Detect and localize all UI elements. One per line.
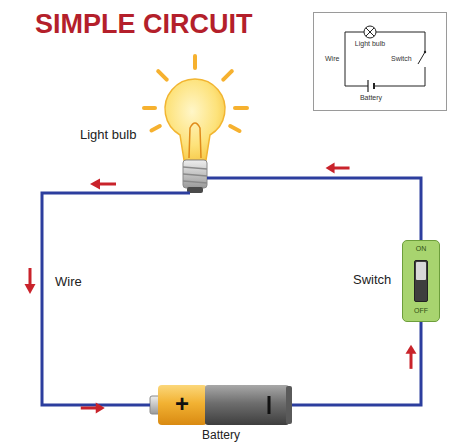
- inset-battery-symbol: [367, 80, 368, 92]
- inset-label: Wire: [325, 55, 339, 63]
- current-arrow: [334, 167, 350, 170]
- inset-label: Battery: [341, 94, 401, 102]
- light-bulb-drawing: [144, 56, 247, 193]
- wire-line: [292, 322, 421, 405]
- inset-switch-symbol: [418, 52, 425, 64]
- current-arrow: [410, 353, 413, 369]
- inset-schematic: [314, 13, 447, 111]
- bulb-base: [183, 167, 207, 169]
- battery-positive-part: [158, 385, 207, 425]
- switch-state: OFF: [402, 307, 440, 315]
- component-label: Battery: [150, 429, 292, 443]
- current-arrow: [406, 345, 417, 354]
- battery-end-cap: [286, 386, 292, 424]
- inset-switch-symbol: [424, 51, 426, 53]
- switch: Switch ON OFF: [352, 240, 441, 322]
- battery-body: [205, 385, 289, 425]
- inset-bulb-symbol: [366, 28, 374, 36]
- switch-state: ON: [402, 245, 440, 253]
- battery-drawing: [150, 385, 292, 425]
- wire: [42, 193, 190, 414]
- switch-lever: [416, 262, 426, 280]
- bulb-base: [183, 181, 207, 183]
- bulb-base: [183, 160, 207, 188]
- current-arrow: [81, 407, 97, 410]
- inset-wire: [374, 67, 425, 86]
- inset-frame: [314, 13, 447, 111]
- wire-line: [42, 193, 190, 405]
- component-label: Light bulb: [80, 128, 136, 143]
- minus-symbol: [268, 396, 271, 414]
- wire: [292, 322, 421, 405]
- bulb-glass: [165, 79, 225, 160]
- current-arrow: [25, 268, 36, 294]
- current-arrow: [96, 403, 105, 414]
- inset-bulb-symbol: [366, 28, 374, 36]
- inset-battery-symbol: [373, 83, 375, 89]
- diagram-title: SIMPLE CIRCUIT: [35, 9, 253, 40]
- bulb-filament: [189, 123, 201, 158]
- current-arrow: [90, 179, 116, 190]
- inset-bulb-symbol: [364, 26, 376, 38]
- wire: [207, 163, 421, 241]
- polarity-sign: +: [164, 390, 200, 418]
- bulb-base: [183, 174, 207, 176]
- light-bulb: Light bulb: [80, 120, 207, 193]
- component-label: Switch: [353, 273, 391, 288]
- inset-label: Light bulb: [340, 40, 400, 48]
- inset-label: Switch: [391, 55, 412, 63]
- wire-label: Wire: [55, 275, 82, 290]
- switch-slot: [414, 260, 428, 302]
- battery: +Battery: [150, 385, 292, 425]
- current-arrow: [326, 163, 335, 174]
- wire-line: [207, 178, 421, 240]
